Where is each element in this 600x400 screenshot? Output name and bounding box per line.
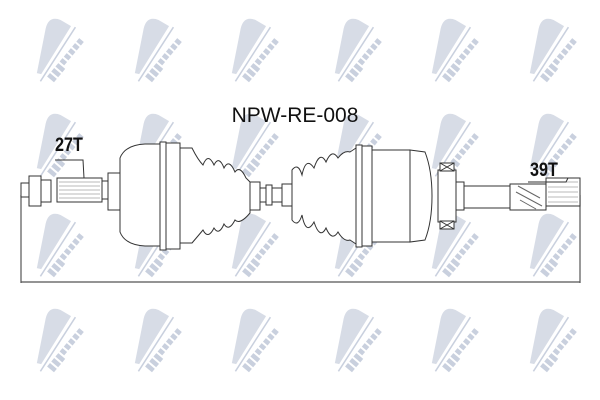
ajs-parts-watermark-logo: [334, 308, 382, 373]
ajs-parts-watermark-logo: [529, 18, 577, 83]
ajs-parts-watermark-logo: [431, 308, 479, 373]
part-number-title: NPW-RE-008: [231, 104, 359, 127]
left-boot: [179, 147, 251, 244]
right-shaft: [455, 181, 547, 211]
ajs-parts-watermark-logo: [36, 213, 84, 278]
label-leader-lines: [55, 159, 569, 183]
right-cv-joint: [355, 144, 433, 248]
ajs-parts-watermark-logo: [431, 113, 479, 178]
left-spline: [56, 177, 109, 203]
right-bearing-collar: [437, 162, 457, 230]
right-spline: [545, 177, 581, 207]
ajs-parts-watermark-logo: [36, 18, 84, 83]
ajs-parts-watermark-logo: [431, 18, 479, 83]
ajs-parts-watermark-logo: [231, 213, 279, 278]
intermediate-shaft: [249, 181, 293, 211]
ajs-parts-watermark-logo: [529, 308, 577, 373]
ajs-parts-watermark-logo: [231, 18, 279, 83]
ajs-parts-watermark-logo: [529, 113, 577, 178]
ajs-parts-watermark-logo: [529, 213, 577, 278]
left-teeth-count-label: 27T: [55, 135, 83, 156]
ajs-parts-watermark-logo: [231, 308, 279, 373]
left-nut: [20, 175, 52, 207]
right-boot: [291, 147, 357, 245]
length-dimension-line: [20, 195, 581, 283]
ajs-parts-watermark-logo: [231, 113, 279, 178]
right-teeth-count-label: 39T: [530, 160, 558, 181]
ajs-parts-watermark-logo: [134, 18, 182, 83]
ajs-parts-watermark-logo: [334, 18, 382, 83]
ajs-parts-watermark-logo: [36, 308, 84, 373]
left-cv-joint: [107, 141, 181, 251]
ajs-parts-watermark-logo: [36, 113, 84, 178]
ajs-parts-watermark-logo: [134, 308, 182, 373]
